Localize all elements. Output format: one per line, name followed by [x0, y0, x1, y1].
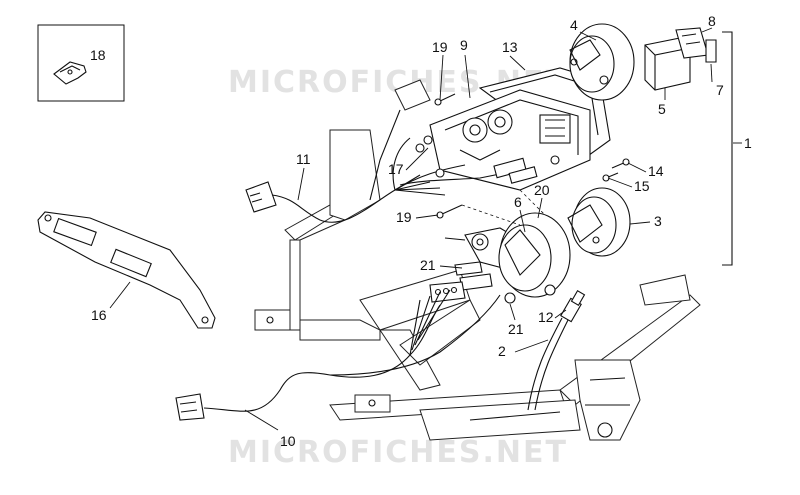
callout-15: 15 [634, 178, 650, 194]
group-bracket-1 [722, 31, 733, 266]
callout-21-lower: 21 [508, 321, 524, 337]
callout-19-mid: 19 [396, 209, 412, 225]
callout-19-top: 19 [432, 39, 448, 55]
callout-11: 11 [296, 151, 311, 167]
part-11-upper-harness [245, 135, 538, 223]
part-20-gauge [498, 212, 571, 298]
callout-7: 7 [716, 82, 724, 98]
callout-3: 3 [654, 213, 662, 229]
leader-lines [109, 27, 742, 431]
callout-16: 16 [91, 307, 107, 323]
callout-labels: 1 2 3 4 5 6 7 8 9 10 11 12 13 14 15 16 1… [90, 13, 752, 449]
part-2-12-cable [527, 290, 586, 411]
callout-18: 18 [90, 47, 106, 63]
callout-4: 4 [570, 17, 578, 33]
callout-9: 9 [460, 37, 468, 53]
assembly-lines [461, 189, 546, 226]
part-3-gauge [567, 187, 631, 257]
callout-14: 14 [648, 163, 664, 179]
watermark-bottom: MICROFICHES.NET [228, 435, 568, 470]
screws [434, 93, 630, 219]
part-10-lower-harness [175, 289, 501, 421]
part-4-gauge [569, 23, 635, 101]
callout-8: 8 [708, 13, 716, 29]
main-frame [254, 79, 701, 441]
callout-17: 17 [388, 161, 404, 177]
callout-2: 2 [498, 343, 506, 359]
callout-5: 5 [658, 101, 666, 117]
part-16-bracket [37, 211, 216, 329]
inset-box-part-18 [37, 24, 125, 102]
part-8-lens [675, 27, 709, 59]
callout-10: 10 [280, 433, 296, 449]
callout-20: 20 [534, 182, 550, 198]
callout-1: 1 [744, 135, 752, 151]
callout-13: 13 [502, 39, 518, 55]
part-21-connectors [429, 261, 516, 304]
callout-21-upper: 21 [420, 257, 436, 273]
callout-12: 12 [538, 309, 554, 325]
callout-6: 6 [514, 194, 522, 210]
part-7-plate [705, 39, 717, 63]
